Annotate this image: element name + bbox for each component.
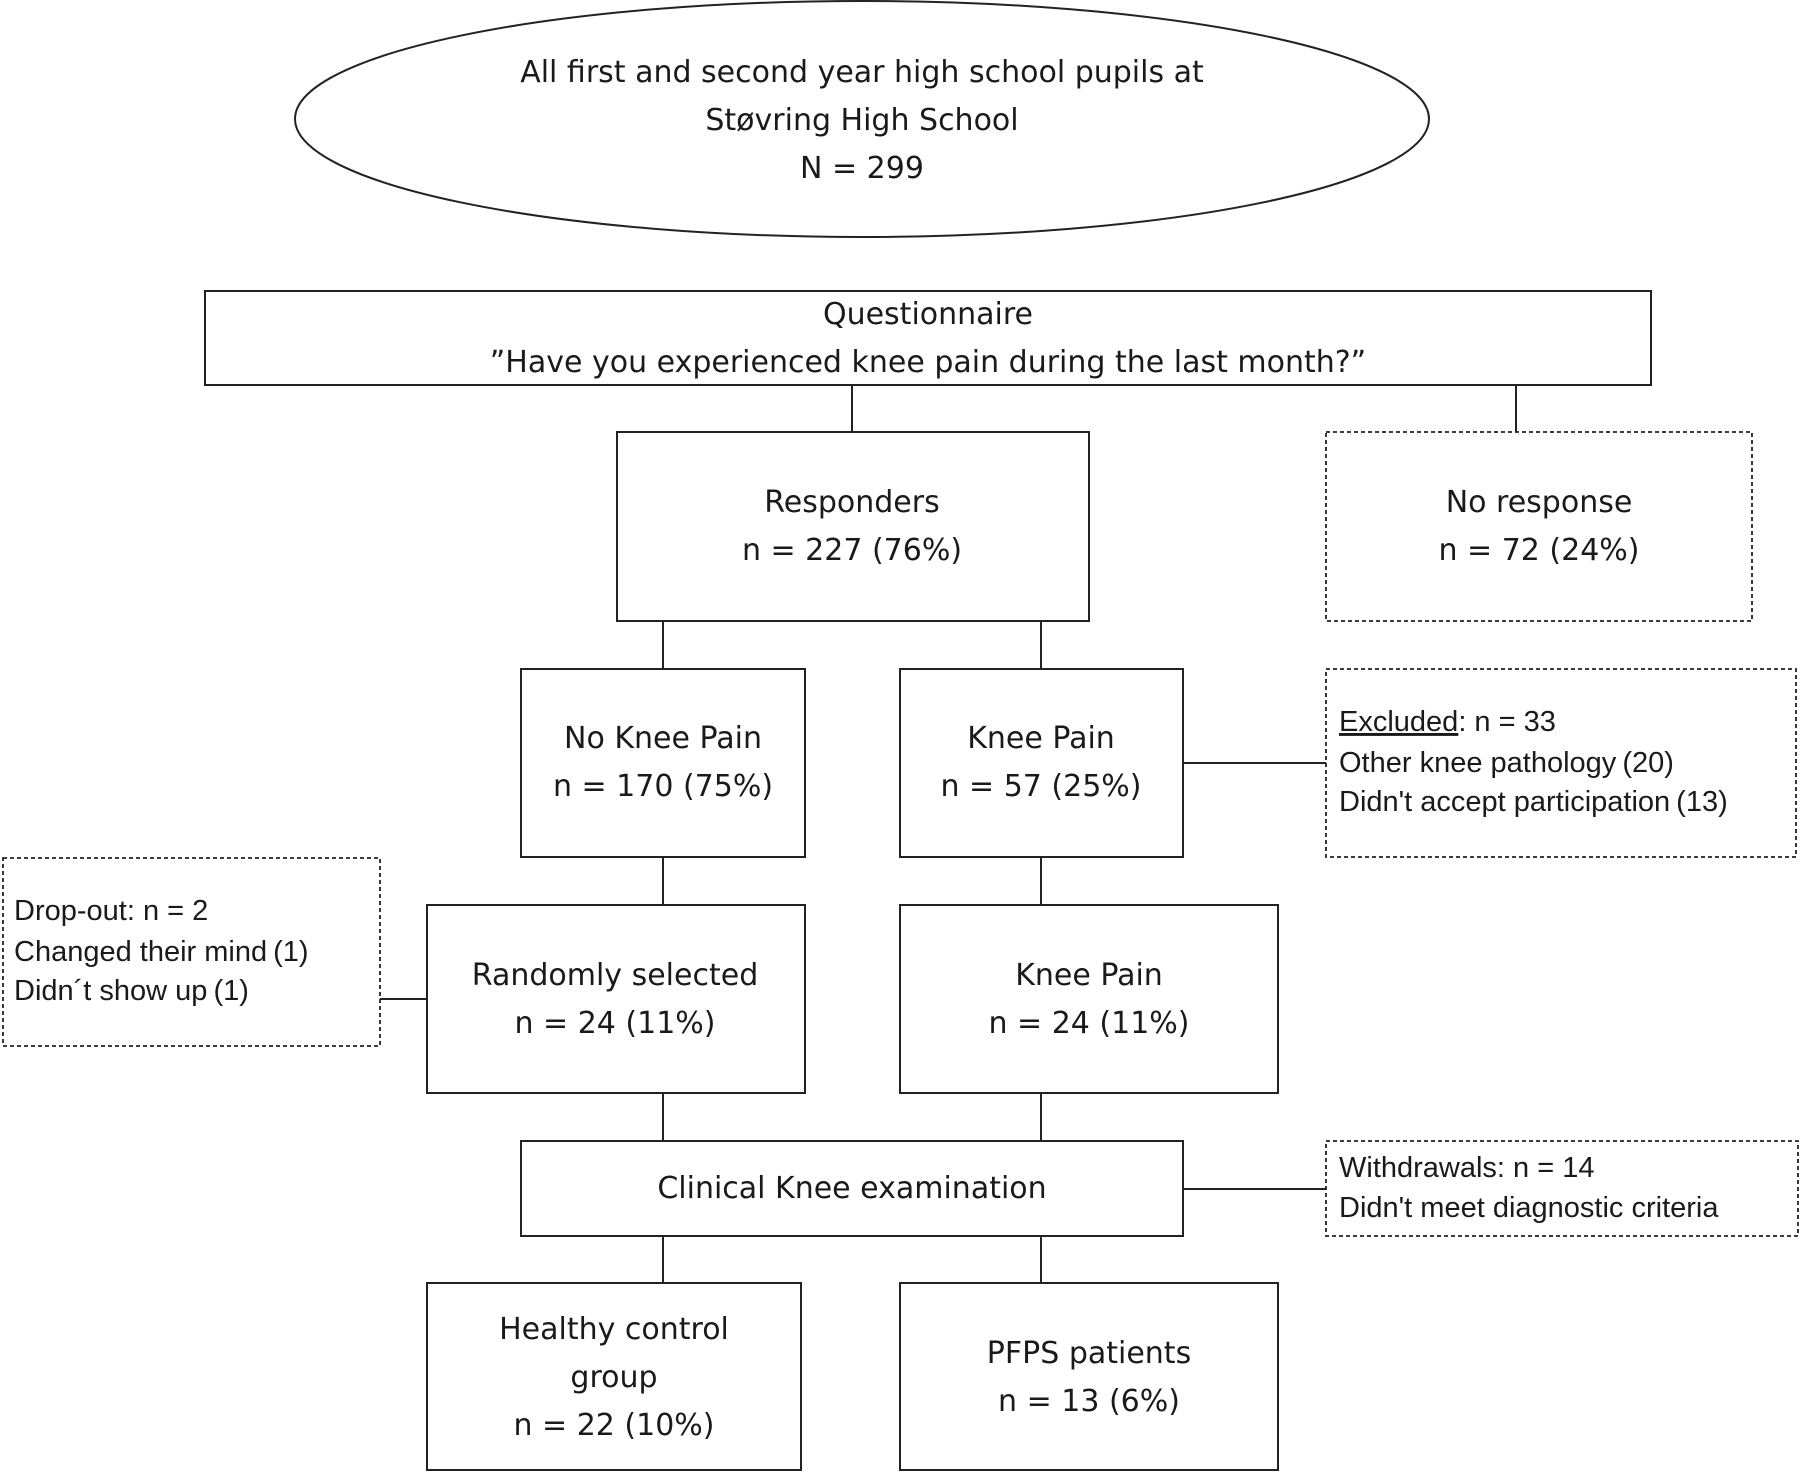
excluded-count: : n = 33 — [1458, 706, 1556, 738]
excluded-box — [1325, 668, 1797, 858]
no-response-node: No response n = 72 (24%) — [1325, 431, 1753, 622]
withdrawals-node: Withdrawals: n = 14 Didn't meet diagnost… — [1325, 1140, 1799, 1237]
excluded-reason2-n: (13) — [1676, 786, 1728, 818]
dropout-reason1: Changed their mind(1) — [14, 936, 309, 968]
population-node: All first and second year high school pu… — [294, 0, 1430, 238]
knee-pain-selected-title: Knee Pain — [1015, 958, 1163, 993]
knee-pain-node: Knee Pain n = 57 (25%) — [899, 668, 1184, 858]
randomly-selected-node: Randomly selected n = 24 (11%) — [426, 904, 806, 1094]
no-response-count: n = 72 (24%) — [1438, 533, 1639, 568]
pfps-count: n = 13 (6%) — [998, 1384, 1180, 1419]
responders-title: Responders — [764, 485, 939, 520]
excluded-label: Excluded — [1339, 706, 1458, 738]
excluded-reason2: Didn't accept participation(13) — [1339, 786, 1728, 818]
healthy-control-count: n = 22 (10%) — [513, 1408, 714, 1443]
dropout-reason1-n: (1) — [273, 936, 308, 968]
excluded-reason2-text: Didn't accept participation — [1339, 786, 1670, 818]
excluded-reason1: Other knee pathology(20) — [1339, 747, 1674, 779]
randomly-selected-count: n = 24 (11%) — [514, 1006, 715, 1041]
excluded-reason1-n: (20) — [1622, 747, 1674, 779]
questionnaire-box — [204, 290, 1652, 386]
questionnaire-title: Questionnaire — [823, 297, 1033, 332]
no-knee-pain-count: n = 170 (75%) — [553, 769, 773, 804]
responders-box — [616, 431, 1090, 622]
withdrawals-title: Withdrawals: n = 14 — [1339, 1152, 1594, 1184]
withdrawals-reason: Didn't meet diagnostic criteria — [1339, 1192, 1719, 1224]
dropout-reason2-n: (1) — [213, 975, 248, 1007]
population-line3: N = 299 — [800, 151, 924, 186]
healthy-control-box — [426, 1282, 802, 1471]
dropout-node: Drop-out: n = 2 Changed their mind(1) Di… — [2, 857, 381, 1047]
no-response-title: No response — [1446, 485, 1633, 520]
randomly-selected-box — [426, 904, 806, 1094]
clinical-exam-box — [520, 1140, 1184, 1237]
excluded-reason1-text: Other knee pathology — [1339, 747, 1617, 779]
dropout-box — [2, 857, 381, 1047]
responders-node: Responders n = 227 (76%) — [616, 431, 1090, 622]
questionnaire-question: ”Have you experienced knee pain during t… — [490, 345, 1366, 380]
knee-pain-box — [899, 668, 1184, 858]
healthy-control-line2: group — [570, 1360, 657, 1395]
dropout-reason2: Didn´t show up(1) — [14, 975, 249, 1007]
pfps-box — [899, 1282, 1279, 1471]
knee-pain-count: n = 57 (25%) — [940, 769, 1141, 804]
knee-pain-selected-box — [899, 904, 1279, 1094]
knee-pain-selected-node: Knee Pain n = 24 (11%) — [899, 904, 1279, 1094]
clinical-exam-title: Clinical Knee examination — [657, 1171, 1046, 1206]
dropout-title: Drop-out: n = 2 — [14, 895, 208, 927]
pfps-node: PFPS patients n = 13 (6%) — [899, 1282, 1279, 1471]
healthy-control-line1: Healthy control — [499, 1312, 729, 1347]
population-line2: Støvring High School — [705, 103, 1018, 138]
healthy-control-node: Healthy control group n = 22 (10%) — [426, 1282, 802, 1471]
withdrawals-box — [1325, 1140, 1799, 1237]
clinical-exam-node: Clinical Knee examination — [520, 1140, 1184, 1237]
excluded-node: Excluded: n = 33 Other knee pathology(20… — [1325, 668, 1797, 858]
no-knee-pain-title: No Knee Pain — [564, 721, 762, 756]
population-ellipse — [294, 0, 1430, 238]
questionnaire-node: Questionnaire ”Have you experienced knee… — [204, 290, 1652, 386]
population-line1: All first and second year high school pu… — [520, 55, 1204, 90]
knee-pain-selected-count: n = 24 (11%) — [988, 1006, 1189, 1041]
responders-count: n = 227 (76%) — [742, 533, 962, 568]
no-knee-pain-node: No Knee Pain n = 170 (75%) — [520, 668, 806, 858]
no-knee-pain-box — [520, 668, 806, 858]
dropout-reason1-text: Changed their mind — [14, 936, 267, 968]
pfps-title: PFPS patients — [987, 1336, 1191, 1371]
connectors — [380, 385, 1517, 1283]
dropout-reason2-text: Didn´t show up — [14, 975, 207, 1007]
knee-pain-title: Knee Pain — [967, 721, 1115, 756]
randomly-selected-title: Randomly selected — [472, 958, 758, 993]
excluded-heading: Excluded: n = 33 — [1339, 706, 1556, 738]
no-response-box — [1325, 431, 1753, 622]
